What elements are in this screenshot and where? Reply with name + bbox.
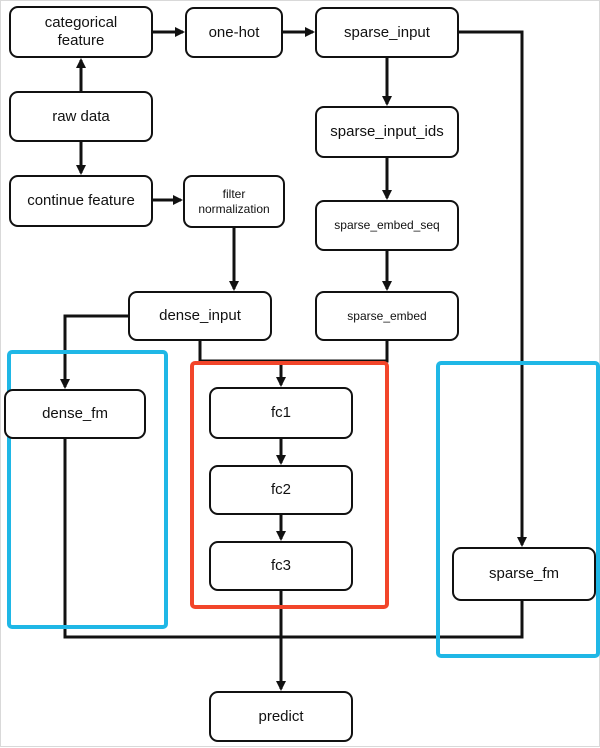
node-label: fc3: [270, 557, 291, 574]
node-categorical-feature: categorical feature: [9, 6, 153, 58]
node-label: one-hot: [208, 23, 260, 41]
fc-group: [190, 361, 389, 609]
node-sparse-embed: sparse_embed: [315, 291, 459, 341]
node-raw-data: raw data: [9, 91, 153, 142]
node-one-hot: one-hot: [185, 7, 283, 58]
node-fc2: fc2: [209, 465, 353, 515]
node-predict: predict: [209, 691, 353, 742]
sparse-fm-group: [436, 361, 600, 658]
node-label: sparse_fm: [488, 565, 560, 582]
node-label: dense_fm: [42, 405, 108, 422]
node-label: sparse_embed_seq: [334, 218, 440, 232]
dense-fm-group: [7, 350, 168, 629]
node-label: dense_input: [159, 307, 241, 324]
node-label: raw data: [52, 107, 110, 125]
node-label: filter normalization: [198, 186, 270, 216]
node-sparse-embed-seq: sparse_embed_seq: [315, 200, 459, 251]
node-label: fc2: [270, 481, 291, 498]
node-label: categorical feature: [44, 14, 118, 49]
node-sparse-input-ids: sparse_input_ids: [315, 106, 459, 158]
node-label: continue feature: [27, 192, 135, 209]
node-fc3: fc3: [209, 541, 353, 591]
node-label: predict: [258, 707, 304, 725]
node-dense-fm: dense_fm: [4, 389, 146, 439]
node-fc1: fc1: [209, 387, 353, 439]
node-sparse-input: sparse_input: [315, 7, 459, 58]
node-label: sparse_input: [344, 23, 430, 41]
node-sparse-fm: sparse_fm: [452, 547, 596, 601]
node-label: sparse_embed: [347, 308, 427, 323]
node-continue-feature: continue feature: [9, 175, 153, 227]
node-dense-input: dense_input: [128, 291, 272, 341]
node-label: sparse_input_ids: [330, 123, 444, 140]
node-filter-normalization: filter normalization: [183, 175, 285, 228]
edge-denseinput-down: [198, 341, 389, 363]
node-label: fc1: [270, 404, 291, 421]
